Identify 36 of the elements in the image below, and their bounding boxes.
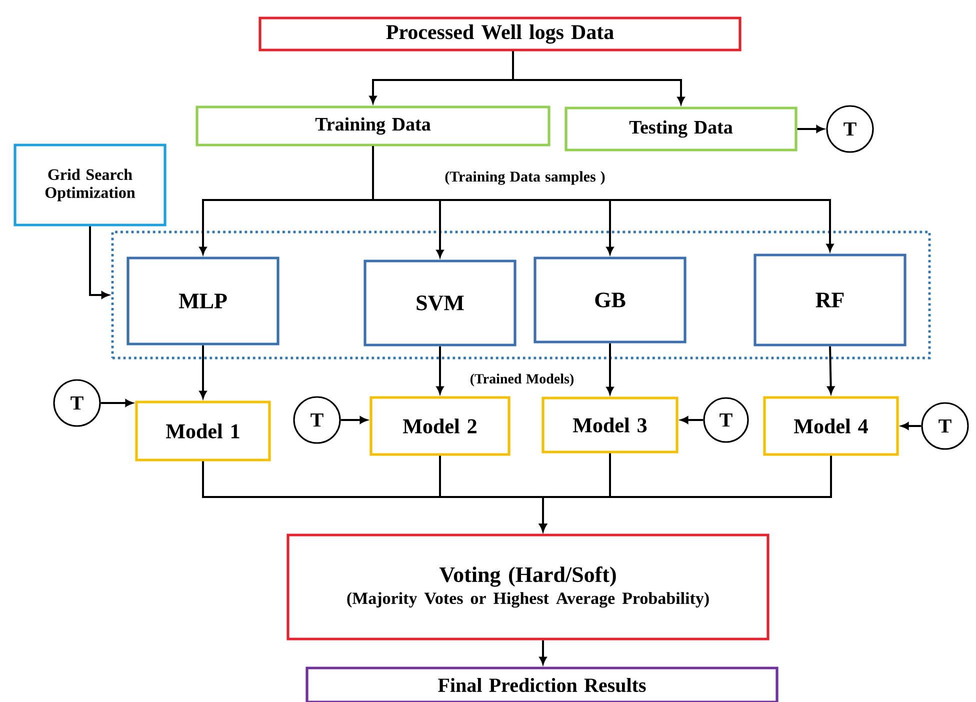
process-box: Training Data <box>196 106 550 146</box>
circle-node: T <box>293 396 341 444</box>
process-box: Voting (Hard/Soft) (Majority Votes or Highest Average Probability) <box>286 534 770 640</box>
arrow <box>539 456 832 532</box>
arrow <box>199 345 207 398</box>
arrow <box>539 640 547 664</box>
process-box: Model 1 <box>135 400 271 462</box>
process-box: Processed Well logs Data <box>258 16 742 52</box>
process-box: RF <box>754 254 906 346</box>
arrow <box>512 51 685 104</box>
arrow <box>340 416 368 424</box>
process-box: MLP <box>126 256 280 346</box>
process-box: SVM <box>364 260 516 346</box>
arrow <box>901 422 922 430</box>
process-box: Grid Search Optimization <box>14 144 166 226</box>
arrow <box>680 416 704 424</box>
circle-node: T <box>921 402 969 450</box>
circle-node: T <box>703 397 749 443</box>
arrow <box>89 226 109 299</box>
dotted-group-box <box>111 230 931 360</box>
process-box: Testing Data <box>564 106 798 152</box>
arrow <box>100 399 133 407</box>
circle-node: T <box>53 379 101 427</box>
arrow <box>797 125 824 133</box>
arrow <box>606 343 614 394</box>
circle-node: T <box>826 105 874 153</box>
annotation-label: (Trained Models) <box>470 374 574 386</box>
process-box: Model 3 <box>542 396 678 454</box>
annotation-label: (Training Data samples ) <box>445 171 605 185</box>
process-box: Model 2 <box>370 396 510 456</box>
process-box: Final Prediction Results <box>306 666 778 702</box>
arrow <box>436 346 444 394</box>
arrow <box>372 146 834 252</box>
process-box: GB <box>534 256 686 344</box>
arrow <box>827 346 834 394</box>
process-box: Model 4 <box>763 396 899 456</box>
